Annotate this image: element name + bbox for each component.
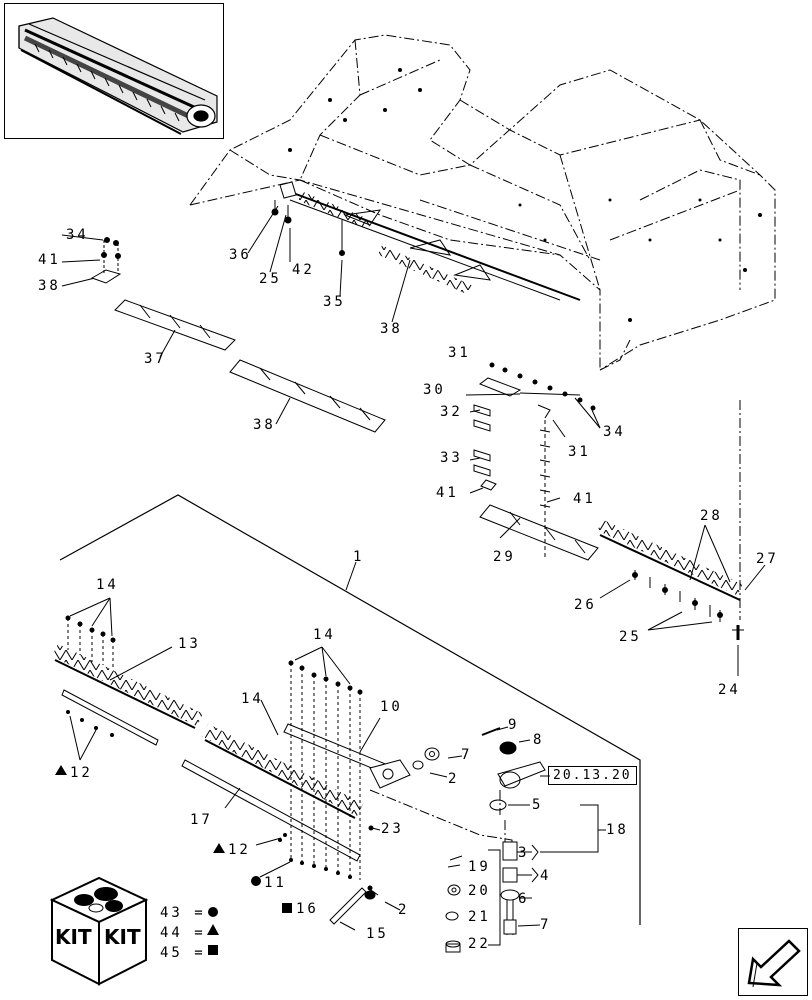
legend-number: 43 <box>160 905 183 921</box>
right-knife-section <box>597 519 766 676</box>
legend-number: 45 <box>160 945 183 961</box>
callout-26: 26 <box>574 597 597 613</box>
guard-plates-left <box>114 299 386 433</box>
square-16-icon <box>282 903 292 913</box>
callout-33: 33 <box>440 450 463 466</box>
callout-12-mid: 12 <box>228 842 251 858</box>
middle-right-assembly <box>465 362 601 561</box>
triangle-symbol-icon <box>207 924 219 935</box>
callout-34: 34 <box>66 227 89 243</box>
callout-6: 7 <box>540 917 552 933</box>
frame-holes <box>288 68 762 322</box>
legend-number: 44 <box>160 925 183 941</box>
callout-34-right: 34 <box>603 424 626 440</box>
callout-40: 41 <box>38 252 61 268</box>
callout-2-mid: 2 <box>448 771 460 787</box>
callout-23: 23 <box>381 821 404 837</box>
callout-14-lower: 14 <box>241 691 264 707</box>
legend-equals: = <box>182 905 206 921</box>
kit-label-left: KIT <box>55 925 92 949</box>
callout-5-lower: 6 <box>518 891 530 907</box>
callout-7: 7 <box>461 747 473 763</box>
callout-2-lower: 2 <box>398 902 410 918</box>
header-thumbnail-icon <box>18 17 218 135</box>
callout-30: 30 <box>423 382 446 398</box>
legend-row-43: 43 = <box>160 905 206 921</box>
callout-20: 20 <box>468 883 491 899</box>
callout-12-left: 12 <box>70 765 93 781</box>
callout-39: 38 <box>38 278 61 294</box>
callout-41-right: 41 <box>573 491 596 507</box>
callout-9: 9 <box>508 717 520 733</box>
bolt-plate-parts <box>90 237 122 284</box>
lower-knife-sections <box>51 597 381 891</box>
callout-16: 16 <box>296 901 319 917</box>
callout-1: 1 <box>353 549 365 565</box>
callout-18: 18 <box>606 822 629 838</box>
circle-11-icon <box>251 876 261 886</box>
kit-label-right: KIT <box>104 925 141 949</box>
previous-page-button[interactable] <box>738 928 808 996</box>
reference-link-20-13-20[interactable]: 20.13.20 <box>548 766 637 785</box>
kit-box-icon <box>44 870 154 988</box>
legend-row-44: 44 = <box>160 925 206 941</box>
callout-38-upper: 38 <box>380 321 403 337</box>
callout-4: 4 <box>540 868 552 884</box>
upper-knife-assembly <box>271 181 581 301</box>
legend-symbols <box>55 765 292 955</box>
callout-15: 15 <box>366 926 389 942</box>
callout-17: 17 <box>190 812 213 828</box>
callout-31-top: 31 <box>448 345 471 361</box>
legend-equals: = <box>182 945 206 961</box>
callout-32: 32 <box>440 404 463 420</box>
triangle-12b-icon <box>55 765 67 775</box>
circle-symbol-icon <box>208 907 218 917</box>
callout-35: 35 <box>323 294 346 310</box>
leader-lines-upper <box>61 205 411 425</box>
header-frame-outline <box>189 34 776 620</box>
assembly-group-bracket <box>59 494 641 925</box>
callout-14-left: 14 <box>96 577 119 593</box>
callout-36: 36 <box>229 247 252 263</box>
callout-28: 28 <box>700 508 723 524</box>
drive-arm-parts <box>283 717 546 931</box>
callout-10: 10 <box>380 699 403 715</box>
callout-25-upper: 25 <box>259 271 282 287</box>
callout-8: 8 <box>533 732 545 748</box>
callout-3: 3 <box>518 845 530 861</box>
callout-19: 19 <box>468 859 491 875</box>
callout-31-bottom: 31 <box>568 444 591 460</box>
legend-row-45: 45 = <box>160 945 206 961</box>
callout-14-mid: 14 <box>313 627 336 643</box>
callout-11: 11 <box>264 875 287 891</box>
callout-27: 27 <box>756 551 779 567</box>
legend-equals: = <box>182 925 206 941</box>
callout-29: 29 <box>493 549 516 565</box>
triangle-12a-icon <box>213 843 225 853</box>
callout-13: 13 <box>178 636 201 652</box>
callout-38-lower: 38 <box>253 417 276 433</box>
square-symbol-icon <box>208 945 218 955</box>
callout-21: 21 <box>468 909 491 925</box>
header-thumbnail <box>4 3 224 139</box>
callout-37: 37 <box>144 351 167 367</box>
callout-25-lower: 25 <box>619 629 642 645</box>
callout-41-left: 41 <box>436 485 459 501</box>
callout-22: 22 <box>468 936 491 952</box>
bushing-stack <box>445 804 606 953</box>
previous-page-arrow-icon <box>747 939 801 988</box>
callout-24: 24 <box>718 682 741 698</box>
callout-42: 42 <box>292 262 315 278</box>
callout-5-upper: 5 <box>532 797 544 813</box>
